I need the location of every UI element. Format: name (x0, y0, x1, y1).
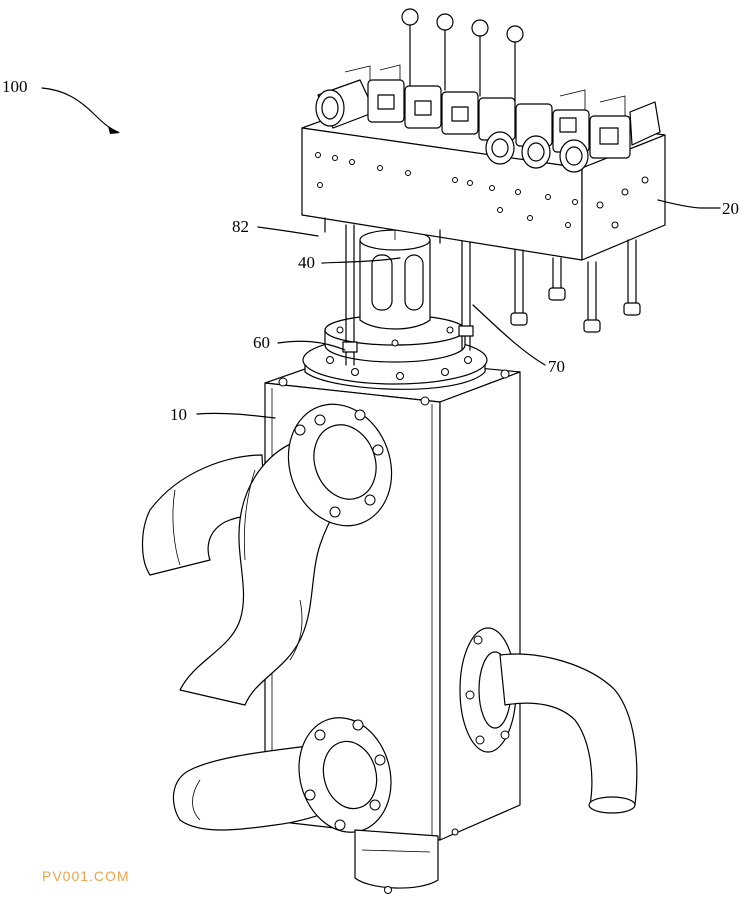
leader-lines (41, 87, 721, 419)
solenoid-valves (315, 64, 661, 173)
upper-front-pipe (179, 403, 393, 706)
right-side-pipe (459, 627, 638, 814)
label-10: 10 (170, 405, 187, 424)
manifold-bolts (324, 217, 641, 333)
tie-rods-70 (342, 224, 474, 366)
bottom-nozzle (354, 828, 459, 894)
label-70: 70 (548, 357, 565, 376)
label-82: 82 (232, 217, 249, 236)
valve-lantern-40 (359, 220, 431, 330)
label-100: 100 (2, 77, 28, 96)
watermark: PV001.COM (42, 868, 130, 884)
label-60: 60 (253, 333, 270, 352)
label-40: 40 (298, 253, 315, 272)
lower-left-pipe (172, 717, 392, 833)
lever-handles (401, 8, 524, 103)
label-20: 20 (722, 199, 739, 218)
rear-left-pipe (141, 454, 266, 576)
manifold-ports (315, 152, 649, 229)
